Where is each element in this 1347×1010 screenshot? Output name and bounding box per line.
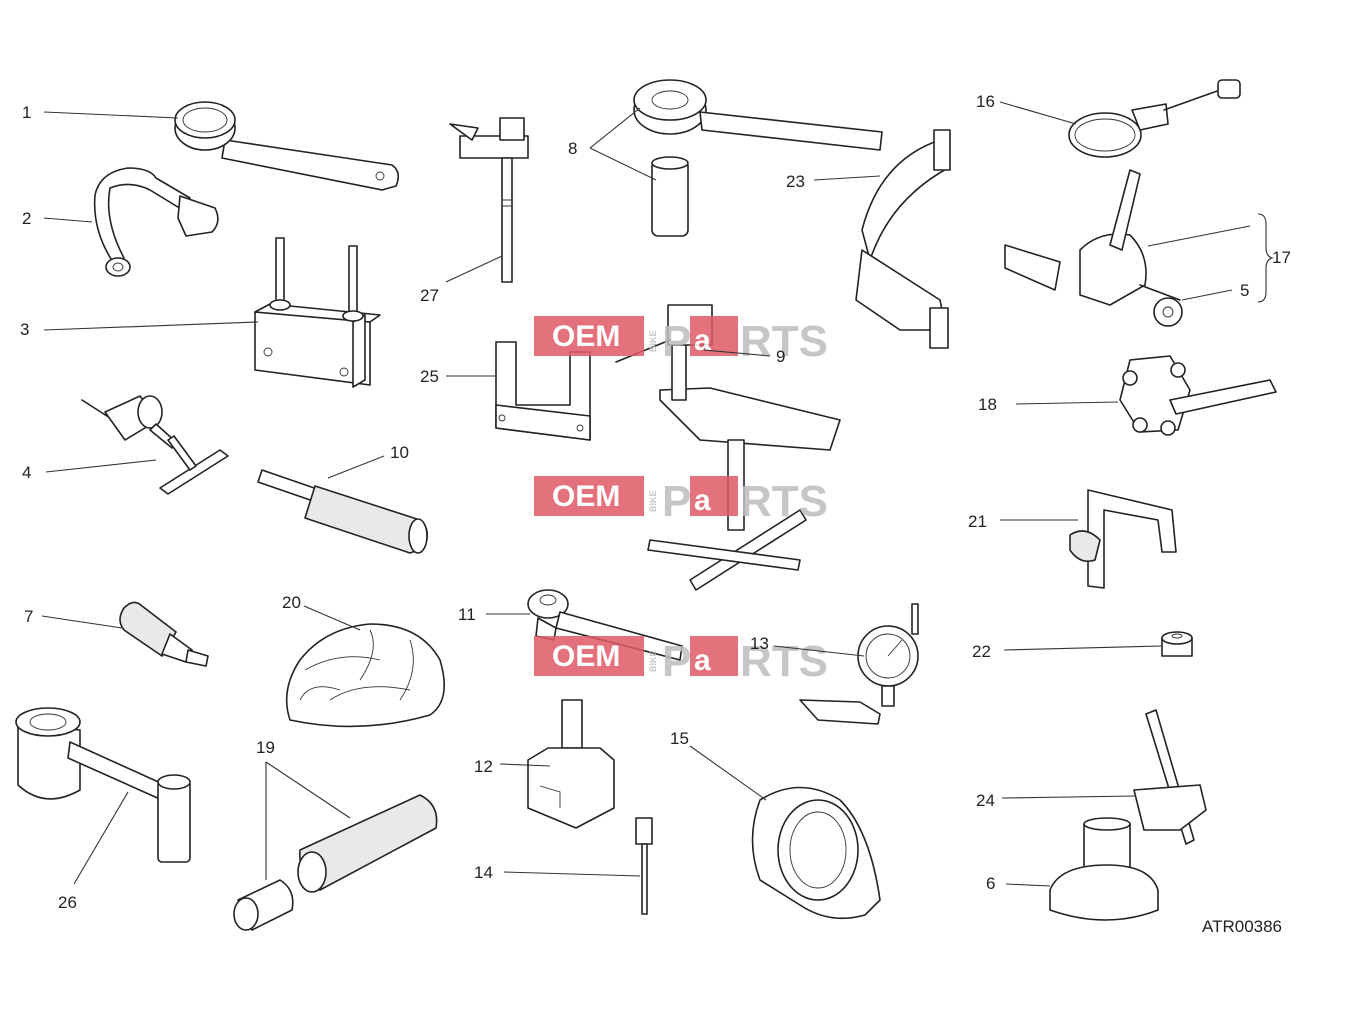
callout-6: 6 bbox=[986, 874, 995, 893]
callout-24: 24 bbox=[976, 791, 995, 810]
svg-text:RTS: RTS bbox=[740, 477, 828, 526]
tool-18-stud-plate bbox=[1119, 355, 1277, 436]
callout-14: 14 bbox=[474, 863, 493, 882]
svg-text:BIKE: BIKE bbox=[648, 490, 658, 512]
svg-text:P: P bbox=[662, 637, 691, 686]
tool-20-protective-cover bbox=[285, 623, 446, 728]
callout-4: 4 bbox=[22, 463, 31, 482]
svg-text:BIKE: BIKE bbox=[648, 650, 658, 672]
leader-lines bbox=[41, 101, 1274, 887]
svg-text:OEM: OEM bbox=[552, 480, 620, 513]
svg-text:P: P bbox=[662, 477, 691, 526]
callout-27: 27 bbox=[420, 286, 439, 305]
callout-12: 12 bbox=[474, 757, 493, 776]
callout-10: 10 bbox=[390, 443, 409, 462]
callout-23: 23 bbox=[786, 172, 805, 191]
callout-13: 13 bbox=[750, 634, 769, 653]
tool-25-fork-plate bbox=[495, 341, 591, 441]
tool-22-small-nut bbox=[1161, 631, 1193, 657]
tool-27-wingnut-shaft bbox=[449, 117, 529, 283]
callout-21: 21 bbox=[968, 512, 987, 531]
tool-23-arc-bracket bbox=[855, 129, 951, 349]
svg-text:RTS: RTS bbox=[740, 637, 828, 686]
tool-19-sleeve-grip bbox=[233, 794, 438, 931]
callout-15: 15 bbox=[670, 729, 689, 748]
svg-text:P: P bbox=[662, 317, 691, 366]
svg-text:a: a bbox=[694, 324, 711, 357]
tool-4-t-handle-puller bbox=[81, 395, 229, 495]
tool-6-base bbox=[1049, 817, 1159, 921]
callout-26: 26 bbox=[58, 893, 77, 912]
tool-16-strap-wrench bbox=[1068, 79, 1241, 158]
watermark-1: OEM BIKE P a RTS bbox=[534, 316, 828, 366]
svg-text:RTS: RTS bbox=[740, 317, 828, 366]
callout-16: 16 bbox=[976, 92, 995, 111]
watermark-3: OEM BIKE P a RTS bbox=[534, 636, 828, 686]
tool-17-lever-tool bbox=[1004, 169, 1181, 306]
tool-10-knurled-driver bbox=[257, 469, 428, 554]
tool-21-l-bracket bbox=[1069, 489, 1177, 589]
tool-3-stud-bracket bbox=[254, 237, 381, 388]
svg-text:OEM: OEM bbox=[552, 640, 620, 673]
svg-text:OEM: OEM bbox=[552, 320, 620, 353]
tool-8-nut-wrench-set bbox=[633, 79, 883, 237]
svg-text:a: a bbox=[694, 644, 711, 677]
tool-1-ring-wrench bbox=[174, 101, 400, 191]
tool-12-puller bbox=[527, 699, 615, 829]
callout-9: 9 bbox=[776, 347, 785, 366]
tool-15-ring-holder bbox=[751, 786, 881, 920]
tool-7-knurled-pin bbox=[119, 601, 209, 667]
callout-11: 11 bbox=[458, 605, 476, 624]
callout-25: 25 bbox=[420, 367, 439, 386]
callout-20: 20 bbox=[282, 593, 301, 612]
callout-1: 1 bbox=[22, 103, 31, 122]
callout-19: 19 bbox=[256, 738, 275, 757]
tool-2-hook-tool bbox=[93, 167, 219, 277]
callout-3: 3 bbox=[20, 320, 29, 339]
tool-24-clamp-rod bbox=[1133, 709, 1207, 845]
callout-labels: 1 2 3 4 5 6 7 8 9 10 11 12 13 14 15 16 1… bbox=[20, 92, 1291, 912]
watermark-2: OEM BIKE P a RTS bbox=[534, 476, 828, 526]
svg-text:a: a bbox=[694, 484, 711, 517]
callout-18: 18 bbox=[978, 395, 997, 414]
tool-5-thrust-disc bbox=[1153, 297, 1183, 327]
callout-22: 22 bbox=[972, 642, 991, 661]
callout-7: 7 bbox=[24, 607, 33, 626]
tool-13-dial-gauge bbox=[799, 603, 919, 725]
tool-14-long-pin bbox=[635, 817, 653, 915]
callout-2: 2 bbox=[22, 209, 31, 228]
callout-17: 17 bbox=[1272, 248, 1291, 267]
tool-26-socket-crank bbox=[15, 707, 191, 863]
drawing-code: ATR00386 bbox=[1202, 917, 1282, 936]
callout-8: 8 bbox=[568, 139, 577, 158]
callout-5: 5 bbox=[1240, 281, 1249, 300]
svg-text:BIKE: BIKE bbox=[648, 330, 658, 352]
